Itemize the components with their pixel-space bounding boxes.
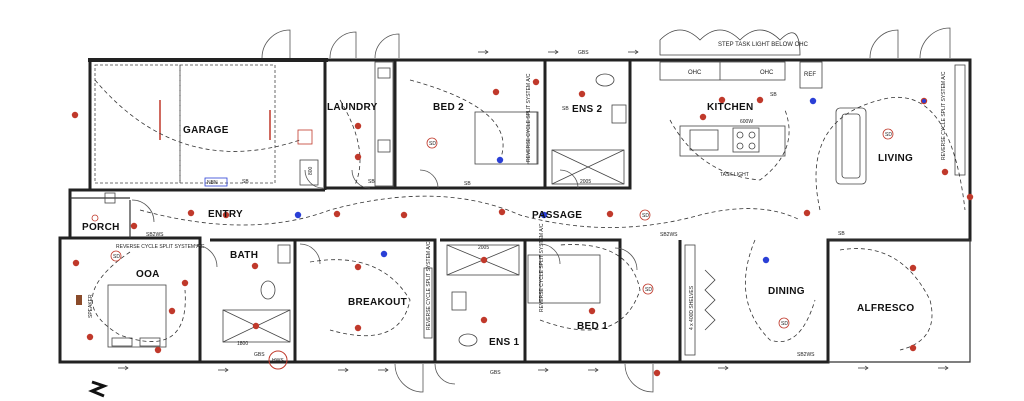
room-label-kitchen: KITCHEN: [707, 102, 754, 113]
ens-2: [551, 73, 627, 185]
svg-text:GBS: GBS: [254, 352, 265, 358]
door-swings: [131, 27, 951, 393]
room-label-ens2: ENS 2: [572, 104, 603, 115]
interior-walls: [60, 60, 682, 362]
room-label-bath: BATH: [230, 250, 258, 261]
room-label-breakout: BREAKOUT: [348, 297, 407, 308]
ooa: [76, 251, 186, 348]
svg-text:OHC: OHC: [688, 70, 702, 76]
north-arrow-icon: [88, 380, 109, 398]
svg-text:REVERSE CYCLE SPLIT SYSTEM A/C: REVERSE CYCLE SPLIT SYSTEM A/C: [941, 71, 947, 160]
svg-text:2005: 2005: [580, 179, 591, 185]
svg-text:2005: 2005: [478, 245, 489, 251]
room-label-bed1: BED 1: [577, 321, 608, 332]
annotations: STEP TASK LIGHT BELOW OHC OHC OHC REF TA…: [88, 42, 947, 376]
svg-text:SB2WS: SB2WS: [660, 232, 678, 238]
svg-text:GBS: GBS: [578, 50, 589, 56]
svg-text:800: 800: [308, 166, 314, 175]
svg-text:SD: SD: [885, 132, 892, 138]
room-label-ooa: OOA: [136, 269, 160, 280]
svg-text:STEP TASK LIGHT BELOW OHC: STEP TASK LIGHT BELOW OHC: [718, 42, 809, 48]
svg-text:REVERSE CYCLE SPLIT SYSTEM A/C: REVERSE CYCLE SPLIT SYSTEM A/C: [116, 244, 205, 250]
living: [815, 64, 966, 211]
light-fixtures-red: [71, 78, 974, 377]
room-label-alfresco: ALFRESCO: [857, 303, 914, 314]
svg-text:SD: SD: [781, 321, 788, 327]
room-labels: GARAGE LAUNDRY BED 2 ENS 2 KITCHEN LIVIN…: [82, 102, 914, 348]
svg-text:OHC: OHC: [760, 70, 774, 76]
svg-text:600W: 600W: [740, 119, 753, 125]
svg-text:1800: 1800: [237, 341, 248, 347]
passage-wiring: [139, 195, 801, 228]
svg-text:HWS: HWS: [272, 358, 284, 364]
room-label-garage: GARAGE: [183, 125, 229, 136]
exterior-walls: [58, 58, 972, 364]
svg-text:REVERSE CYCLE SPLIT SYSTEM A/C: REVERSE CYCLE SPLIT SYSTEM A/C: [526, 73, 532, 162]
room-label-passage: PASSAGE: [532, 210, 582, 221]
bed-1: [527, 244, 641, 331]
svg-text:SB: SB: [464, 181, 471, 187]
svg-text:REVERSE CYCLE SPLIT SYSTEM A/C: REVERSE CYCLE SPLIT SYSTEM A/C: [426, 241, 432, 330]
svg-text:SB: SB: [242, 179, 249, 185]
svg-text:REVERSE CYCLE SPLIT SYSTEM A/C: REVERSE CYCLE SPLIT SYSTEM A/C: [539, 223, 545, 312]
room-label-laundry: LAUNDRY: [327, 102, 378, 113]
light-fixtures-blue: [294, 97, 926, 264]
svg-text:4 x 400D SHELVES: 4 x 400D SHELVES: [689, 285, 695, 330]
room-label-dining: DINING: [768, 286, 805, 297]
breakout: [309, 259, 433, 339]
svg-text:SB2WS: SB2WS: [797, 352, 815, 358]
svg-text:GBS: GBS: [490, 370, 501, 376]
smoke-detectors: SD SD SD SD SD SD: [110, 128, 894, 329]
svg-text:TASK LIGHT: TASK LIGHT: [720, 172, 749, 178]
svg-text:SD: SD: [645, 287, 652, 293]
svg-text:NBN: NBN: [207, 180, 218, 186]
room-label-entry: ENTRY: [208, 209, 243, 220]
svg-text:SB: SB: [368, 179, 375, 185]
svg-text:SB: SB: [770, 92, 777, 98]
svg-text:SD: SD: [642, 213, 649, 219]
room-label-living: LIVING: [878, 153, 913, 164]
bed-2: [409, 79, 539, 165]
laundry: [339, 61, 394, 187]
svg-text:SB2WS: SB2WS: [146, 232, 164, 238]
alfresco: [839, 248, 933, 351]
porch-entry: [91, 192, 116, 222]
room-label-ens1: ENS 1: [489, 337, 520, 348]
edge-arrows: [118, 49, 949, 373]
hws-unit: HWS: [268, 350, 288, 370]
dining: [684, 239, 816, 356]
room-label-porch: PORCH: [82, 222, 120, 233]
svg-text:REF: REF: [804, 72, 816, 78]
room-label-bed2: BED 2: [433, 102, 464, 113]
svg-text:SB: SB: [562, 106, 569, 112]
svg-text:SPEAKER: SPEAKER: [88, 294, 94, 318]
garage: [94, 64, 319, 187]
svg-text:SB: SB: [838, 231, 845, 237]
kitchen: [659, 29, 823, 181]
svg-text:SD: SD: [429, 141, 436, 147]
svg-text:SD: SD: [113, 254, 120, 260]
